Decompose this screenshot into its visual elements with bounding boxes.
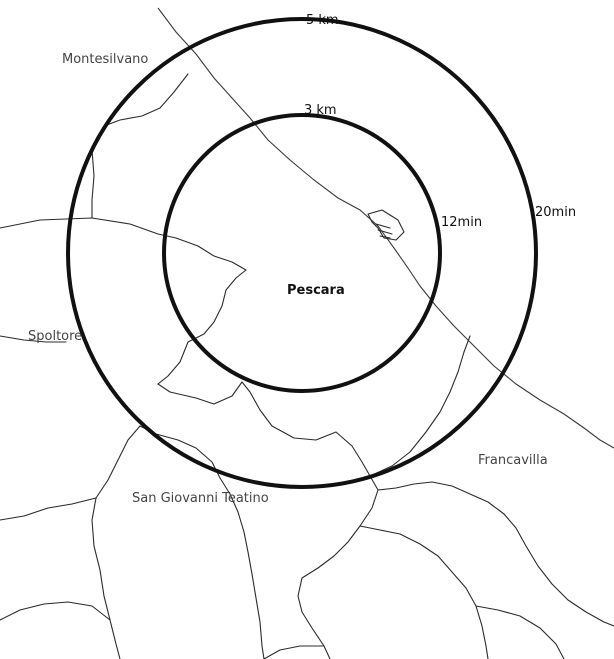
municipal-boundaries bbox=[0, 73, 614, 659]
ring-outer-time-label: 20min bbox=[535, 205, 576, 220]
town-label-san-giovanni-teatino: San Giovanni Teatino bbox=[132, 491, 269, 506]
ring-outer-distance-label: 5 km bbox=[306, 13, 339, 28]
port-icon bbox=[367, 209, 405, 241]
town-label-montesilvano: Montesilvano bbox=[62, 52, 148, 67]
center-label-pescara: Pescara bbox=[287, 283, 345, 298]
coastline bbox=[157, 7, 614, 449]
town-label-francavilla: Francavilla bbox=[478, 453, 548, 468]
town-label-spoltore: Spoltore bbox=[28, 329, 82, 344]
ring-inner-distance-label: 3 km bbox=[304, 103, 337, 118]
ring-outer bbox=[66, 17, 538, 489]
ring-inner bbox=[162, 113, 442, 393]
ring-inner-time-label: 12min bbox=[441, 215, 482, 230]
